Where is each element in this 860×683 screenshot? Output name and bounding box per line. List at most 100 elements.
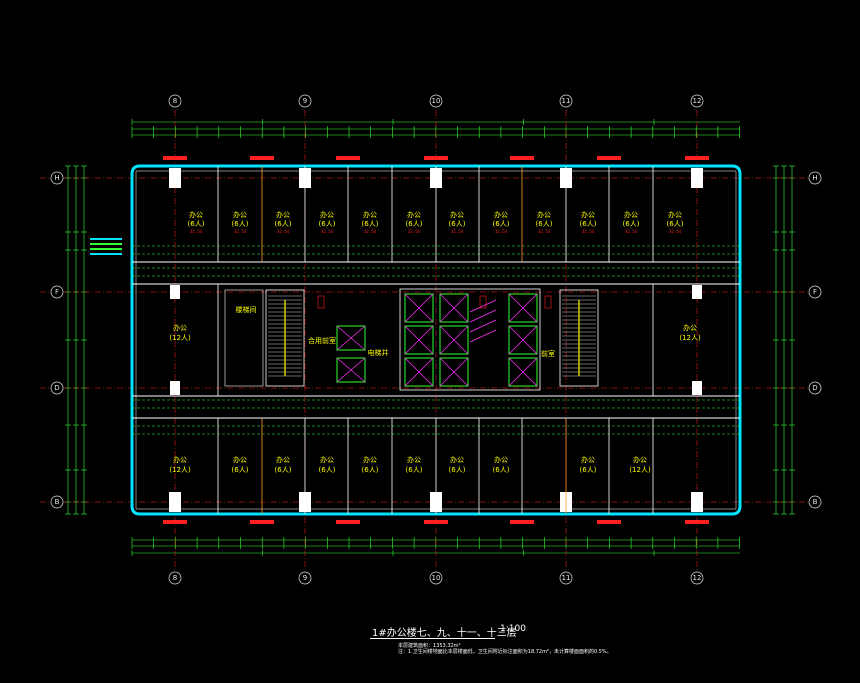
room-partitions [132, 166, 740, 514]
north-office-name: 办公 [320, 210, 334, 219]
north-office-occupancy: (6人) [623, 220, 640, 228]
elevator-shaft [439, 293, 469, 323]
column-axis-bubble [298, 571, 312, 585]
north-office-name: 办公 [407, 210, 421, 219]
column [169, 168, 181, 188]
row-axis-label: D [812, 384, 817, 392]
column-axis-bubble [559, 94, 573, 108]
north-office-name: 办公 [624, 210, 638, 219]
shaft-cross [336, 325, 366, 351]
column-axis-label: 9 [303, 574, 307, 582]
toilet-left [224, 289, 264, 387]
wall-tag [597, 520, 621, 524]
north-office-name: 办公 [537, 210, 551, 219]
row-axis-bubble [808, 285, 822, 299]
north-office-name: 办公 [363, 210, 377, 219]
south-office-occupancy: (6人) [362, 466, 379, 474]
east-office-name: 办公 [683, 323, 697, 332]
stairwell-label: 楼梯间 [236, 305, 257, 314]
elevator-bank [399, 288, 541, 391]
north-office-area: 32.54 [321, 229, 334, 234]
north-office-area: 32.54 [538, 229, 551, 234]
column-axis-label: 10 [432, 97, 441, 105]
east-office-occupancy: (12人) [679, 334, 701, 342]
row-axis-label: F [55, 288, 59, 296]
shaft-cross [439, 357, 469, 387]
row-axis-bubble [50, 171, 64, 185]
north-office-area: 32.54 [234, 229, 247, 234]
column-axis-bubble [690, 94, 704, 108]
column-axis-bubble [429, 94, 443, 108]
shaft-cross [439, 325, 469, 355]
column [691, 168, 703, 188]
wall-tag [250, 156, 274, 160]
south-office-occupancy: (6人) [449, 466, 466, 474]
column-axis-bubble [559, 571, 573, 585]
column-axis-label: 8 [173, 97, 177, 105]
wall-tag [163, 156, 187, 160]
door-swing [317, 295, 325, 309]
column [170, 285, 180, 299]
area-note: 本层建筑面积：1353.32m² [398, 643, 461, 649]
north-office-occupancy: (6人) [667, 220, 684, 228]
column [692, 285, 702, 299]
stair-right [559, 289, 599, 387]
column-axis-label: 8 [173, 574, 177, 582]
shaft-cross [336, 357, 366, 383]
north-office-occupancy: (6人) [406, 220, 423, 228]
south-office-occupancy: (6人) [406, 466, 423, 474]
row-axis-bubble [808, 495, 822, 509]
north-office-occupancy: (6人) [188, 220, 205, 228]
wall-tag [336, 520, 360, 524]
north-office-occupancy: (6人) [319, 220, 336, 228]
column-axis-label: 12 [693, 574, 702, 582]
north-office-occupancy: (6人) [580, 220, 597, 228]
row-axis-label: H [812, 174, 817, 182]
column-axis-label: 9 [303, 97, 307, 105]
wall-tag [510, 520, 534, 524]
north-office-area: 32.54 [669, 229, 682, 234]
column-axis-label: 12 [693, 97, 702, 105]
south-office-name: 办公 [320, 455, 334, 464]
shaft-left-2 [336, 357, 366, 383]
south-office-name: 办公 [494, 455, 508, 464]
south-office-occupancy: (6人) [580, 466, 597, 474]
wall-tag [250, 520, 274, 524]
room-labels: 办公(6人)32.54办公(6人)32.54办公(6人)32.54办公(6人)3… [169, 210, 701, 474]
north-office-name: 办公 [494, 210, 508, 219]
elevator-shaft [439, 325, 469, 355]
north-office-occupancy: (6人) [275, 220, 292, 228]
column-axis-label: 10 [432, 574, 441, 582]
north-office-name: 办公 [668, 210, 682, 219]
shaft-cross [404, 293, 434, 323]
south-office-name: 办公 [276, 455, 290, 464]
column [169, 492, 181, 512]
elevator-shaft [508, 293, 538, 323]
south-office-name: 办公 [581, 455, 595, 464]
row-axis-bubble [50, 495, 64, 509]
toilet-note: 注：1.卫生间楼地面比本层楼面低，卫生间附近标注面积为18.72m²，未计算楼面… [398, 649, 612, 655]
column-axis-bubble [168, 571, 182, 585]
north-office-occupancy: (6人) [536, 220, 553, 228]
north-office-area: 32.54 [582, 229, 595, 234]
column [691, 492, 703, 512]
wall-tag [510, 156, 534, 160]
shaft-cross [508, 293, 538, 323]
north-office-name: 办公 [189, 210, 203, 219]
south-office-occupancy: (12人) [629, 466, 651, 474]
wall-tag [685, 156, 709, 160]
column-axis-bubble [429, 571, 443, 585]
row-axis-bubble [808, 171, 822, 185]
north-office-area: 32.54 [190, 229, 203, 234]
north-office-name: 办公 [233, 210, 247, 219]
elevator-shaft [439, 357, 469, 387]
stair-left [265, 289, 305, 387]
shaft-cross [404, 325, 434, 355]
north-office-area: 32.54 [451, 229, 464, 234]
door-swing [544, 295, 552, 309]
north-office-name: 办公 [450, 210, 464, 219]
fire-stair-lines [469, 299, 497, 343]
south-office-occupancy: (12人) [169, 466, 191, 474]
south-office-occupancy: (6人) [275, 466, 292, 474]
